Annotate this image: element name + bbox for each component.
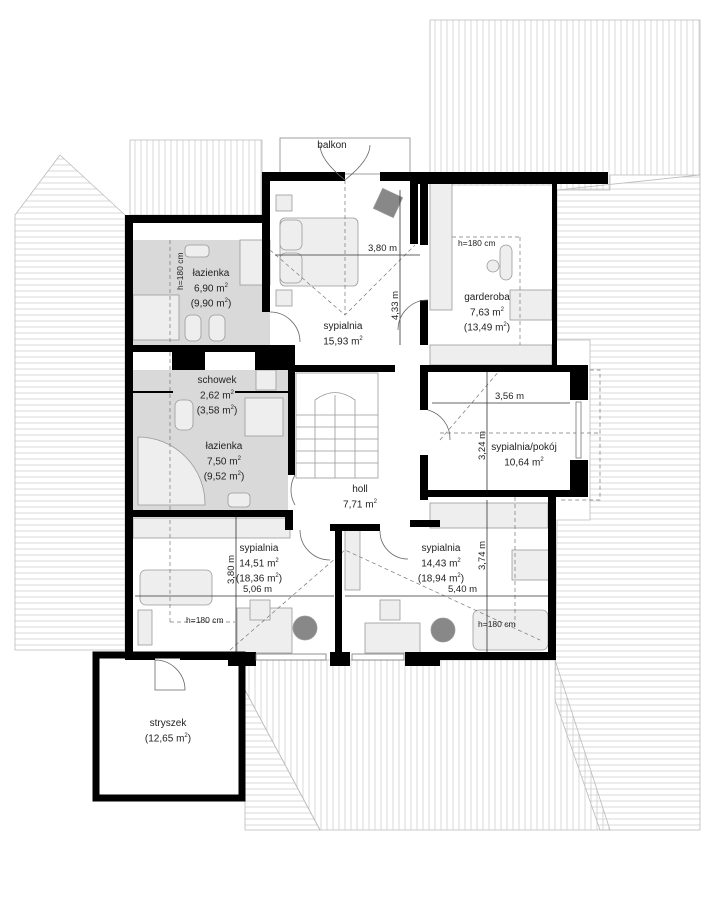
unit-sup: 2 bbox=[224, 283, 228, 289]
room-name: sypialnia bbox=[421, 543, 461, 554]
room-area: 15,93 bbox=[323, 336, 349, 348]
room-area: 7,50 bbox=[207, 456, 227, 468]
dimension-label: 3,74 m bbox=[477, 540, 488, 570]
doors bbox=[154, 144, 451, 691]
room-label-stryszek: stryszek (12,65 m2) bbox=[144, 718, 192, 745]
unit-sup: 2 bbox=[230, 390, 234, 396]
room-name: schowek bbox=[197, 375, 237, 386]
room-area: 14,43 bbox=[421, 558, 447, 570]
unit: m bbox=[532, 457, 541, 469]
room-name: holl bbox=[352, 484, 368, 495]
dimension-label: 3,24 m bbox=[477, 430, 488, 460]
unit-sup: 2 bbox=[237, 456, 241, 462]
unit: m bbox=[267, 573, 276, 585]
room-gross-area: 3,58 bbox=[200, 405, 220, 417]
unit-sup: 2 bbox=[230, 405, 234, 412]
room-name: łazienka bbox=[192, 268, 230, 279]
unit-sup: 2 bbox=[275, 558, 279, 564]
room-label-sypialnia-2: sypialnia 14,51 m2 (18,36 m2) bbox=[235, 543, 283, 585]
room-name: balkon bbox=[317, 140, 347, 151]
room-area: 2,62 bbox=[200, 390, 220, 402]
room-gross-area: 18,94 bbox=[421, 573, 447, 585]
room-label-sypialnia-1: sypialnia 15,93 m2 bbox=[323, 321, 363, 348]
room-name: sypialnia bbox=[239, 543, 279, 554]
unit-sup: 2 bbox=[184, 733, 188, 739]
room-label-lazienka-1: łazienka 6,90 m2 (9,90 m2) bbox=[190, 268, 232, 310]
unit: m bbox=[495, 322, 504, 334]
dimension-label: 5,06 m bbox=[243, 584, 273, 595]
room-gross-area: 9,90 bbox=[194, 298, 214, 310]
unit: m bbox=[267, 558, 276, 570]
unit-sup: 2 bbox=[373, 499, 377, 505]
room-label-garderoba: garderoba 7,63 m2 (13,49 m2) bbox=[463, 292, 511, 334]
room-area: 14,51 bbox=[239, 558, 265, 570]
unit: m bbox=[492, 307, 501, 319]
dimension-label: 4,33 m bbox=[390, 290, 401, 320]
unit-sup: 2 bbox=[275, 573, 279, 580]
room-label-lazienka-2: łazienka 7,50 m2 (9,52 m2) bbox=[203, 441, 245, 483]
unit: m bbox=[229, 456, 238, 468]
room-gross-area: 18,36 bbox=[239, 573, 265, 585]
ceiling-height-label: h=180 cm bbox=[458, 238, 496, 248]
room-area: 7,71 bbox=[343, 499, 363, 511]
roof-slope-lines bbox=[169, 180, 601, 651]
unit: m bbox=[449, 573, 458, 585]
unit: m bbox=[449, 558, 458, 570]
room-label-schowek: schowek 2,62 m2 (3,58 m2) bbox=[196, 375, 238, 417]
unit-sup: 2 bbox=[500, 307, 504, 313]
dimension-label: 3,56 m bbox=[495, 391, 525, 402]
room-name: sypialnia bbox=[323, 321, 363, 332]
room-area: 7,63 bbox=[470, 307, 490, 319]
room-name: stryszek bbox=[149, 718, 187, 729]
unit: m bbox=[351, 336, 360, 348]
balcony-outline bbox=[279, 137, 411, 175]
room-area: 10,64 bbox=[504, 457, 530, 469]
unit: m bbox=[229, 471, 238, 483]
unit: m bbox=[222, 405, 231, 417]
unit-sup: 2 bbox=[457, 558, 461, 564]
dimension-lines bbox=[135, 190, 570, 652]
room-area: 6,90 bbox=[194, 283, 214, 295]
unit-sup: 2 bbox=[359, 336, 363, 342]
room-gross-area: 12,65 bbox=[148, 733, 174, 745]
ceiling-height-label: h=180 cm bbox=[175, 252, 185, 290]
ceiling-height-label: h=180 cm bbox=[478, 619, 516, 629]
unit: m bbox=[216, 298, 225, 310]
unit-sup: 2 bbox=[237, 471, 241, 478]
room-label-sypialnia-pokoj: sypialnia/pokój 10,64 m2 bbox=[491, 442, 557, 469]
windows bbox=[255, 401, 582, 661]
dimension-label: 3,80 m bbox=[226, 554, 237, 584]
room-name: garderoba bbox=[464, 292, 510, 303]
staircase bbox=[295, 372, 379, 479]
room-gross-area: 9,52 bbox=[207, 471, 227, 483]
unit: m bbox=[222, 390, 231, 402]
dimension-label: 5,40 m bbox=[448, 584, 478, 595]
unit-sup: 2 bbox=[503, 322, 507, 329]
unit-sup: 2 bbox=[224, 298, 228, 305]
unit-sup: 2 bbox=[457, 573, 461, 580]
unit-sup: 2 bbox=[540, 457, 544, 463]
room-label-balkon: balkon bbox=[317, 140, 346, 152]
dimension-label: 3,80 m bbox=[368, 243, 398, 254]
room-gross-area: 13,49 bbox=[467, 322, 493, 334]
room-label-sypialnia-3: sypialnia 14,43 m2 (18,94 m2) bbox=[417, 543, 465, 585]
ceiling-height-label: h=180 cm bbox=[186, 615, 224, 625]
unit: m bbox=[176, 733, 185, 745]
unit: m bbox=[216, 283, 225, 295]
room-label-holl: holl 7,71 m2 bbox=[343, 484, 377, 511]
unit: m bbox=[365, 499, 374, 511]
room-name: sypialnia/pokój bbox=[491, 442, 557, 453]
walls bbox=[92, 172, 608, 802]
room-name: łazienka bbox=[205, 441, 243, 452]
